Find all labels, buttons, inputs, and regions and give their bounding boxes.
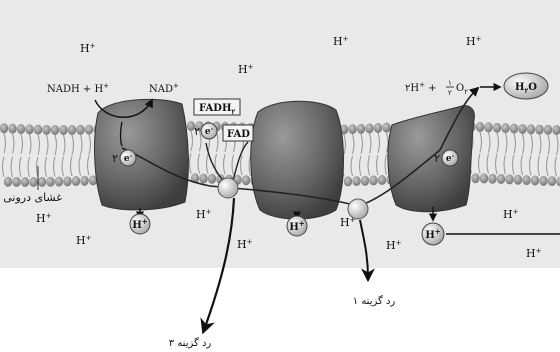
- lipid-head: [357, 124, 365, 134]
- lipid-head: [514, 175, 522, 185]
- lipid-head: [25, 124, 33, 134]
- lipid-head: [527, 124, 535, 134]
- lipid-head: [365, 123, 373, 133]
- option1-label: رد گزینه ۱: [353, 295, 396, 307]
- lipid-head: [344, 176, 352, 186]
- lipid-head: [476, 122, 484, 132]
- lipid-head: [80, 176, 88, 186]
- oxygen-frac-num: ۱: [448, 79, 452, 87]
- nadh-label: NADH + H+: [47, 82, 109, 95]
- lipid-head: [46, 177, 54, 187]
- lipid-head: [0, 123, 8, 133]
- lipid-head: [539, 176, 547, 186]
- water-badge: H۲O: [504, 73, 548, 99]
- lipid-head: [12, 177, 20, 187]
- lipid-head: [76, 125, 84, 135]
- lipid-head: [374, 123, 382, 133]
- lipid-head: [505, 174, 513, 184]
- lipid-head: [548, 176, 556, 186]
- lipid-head: [544, 125, 552, 135]
- svg-text:۲: ۲: [112, 152, 118, 165]
- lipid-head: [55, 177, 63, 187]
- lipid-head: [21, 177, 29, 187]
- lipid-head: [348, 124, 356, 134]
- lipid-head: [369, 175, 377, 185]
- hplus-badge-1: H+: [130, 214, 150, 234]
- electron-badge-2: ۲ e-: [194, 123, 217, 139]
- lipid-head: [17, 124, 25, 134]
- lipid-head: [42, 125, 50, 135]
- lipid-head: [510, 124, 518, 134]
- lipid-head: [501, 123, 509, 133]
- lipid-head: [531, 175, 539, 185]
- hplus-badge-3: H+: [422, 223, 444, 245]
- fad-label: FAD: [227, 129, 250, 140]
- lipid-head: [242, 175, 250, 185]
- lipid-head: [8, 124, 16, 134]
- lipid-head: [480, 173, 488, 183]
- lipid-head: [471, 173, 479, 183]
- lipid-head: [68, 125, 76, 135]
- lipid-head: [59, 125, 67, 135]
- lipid-head: [352, 176, 360, 186]
- electron-badge-3: ۲ e-: [434, 150, 458, 166]
- membrane-label: غشای درونی: [3, 191, 62, 204]
- lipid-head: [29, 177, 37, 187]
- lipid-head: [34, 125, 42, 135]
- electron-badge-1: ۲ e-: [112, 150, 136, 166]
- svg-text:۲: ۲: [434, 152, 440, 165]
- lipid-head: [4, 177, 12, 187]
- protein-complex-3: [251, 101, 344, 219]
- lipid-head: [51, 125, 59, 135]
- lipid-head: [497, 174, 505, 184]
- protein-complex-4: [388, 106, 474, 212]
- lipid-head: [493, 123, 501, 133]
- lipid-head: [535, 125, 543, 135]
- option3-label: رد گزینه ۳: [169, 337, 212, 349]
- ubiquinone-carrier: [218, 178, 238, 198]
- svg-text:۲: ۲: [194, 125, 200, 138]
- oxygen-frac-den: ۲: [448, 89, 452, 97]
- lipid-head: [361, 176, 369, 186]
- lipid-head: [484, 122, 492, 132]
- lipid-head: [378, 175, 386, 185]
- hplus-badge-2: H+: [287, 216, 307, 236]
- lipid-head: [518, 124, 526, 134]
- lipid-head: [199, 173, 207, 183]
- protein-complex-1: [95, 99, 189, 210]
- lipid-head: [38, 177, 46, 187]
- lipid-head: [522, 175, 530, 185]
- lipid-head: [63, 176, 71, 186]
- lipid-head: [488, 174, 496, 184]
- lipid-head: [382, 123, 390, 133]
- lipid-head: [72, 176, 80, 186]
- lipid-head: [85, 125, 93, 135]
- lipid-head: [208, 174, 216, 184]
